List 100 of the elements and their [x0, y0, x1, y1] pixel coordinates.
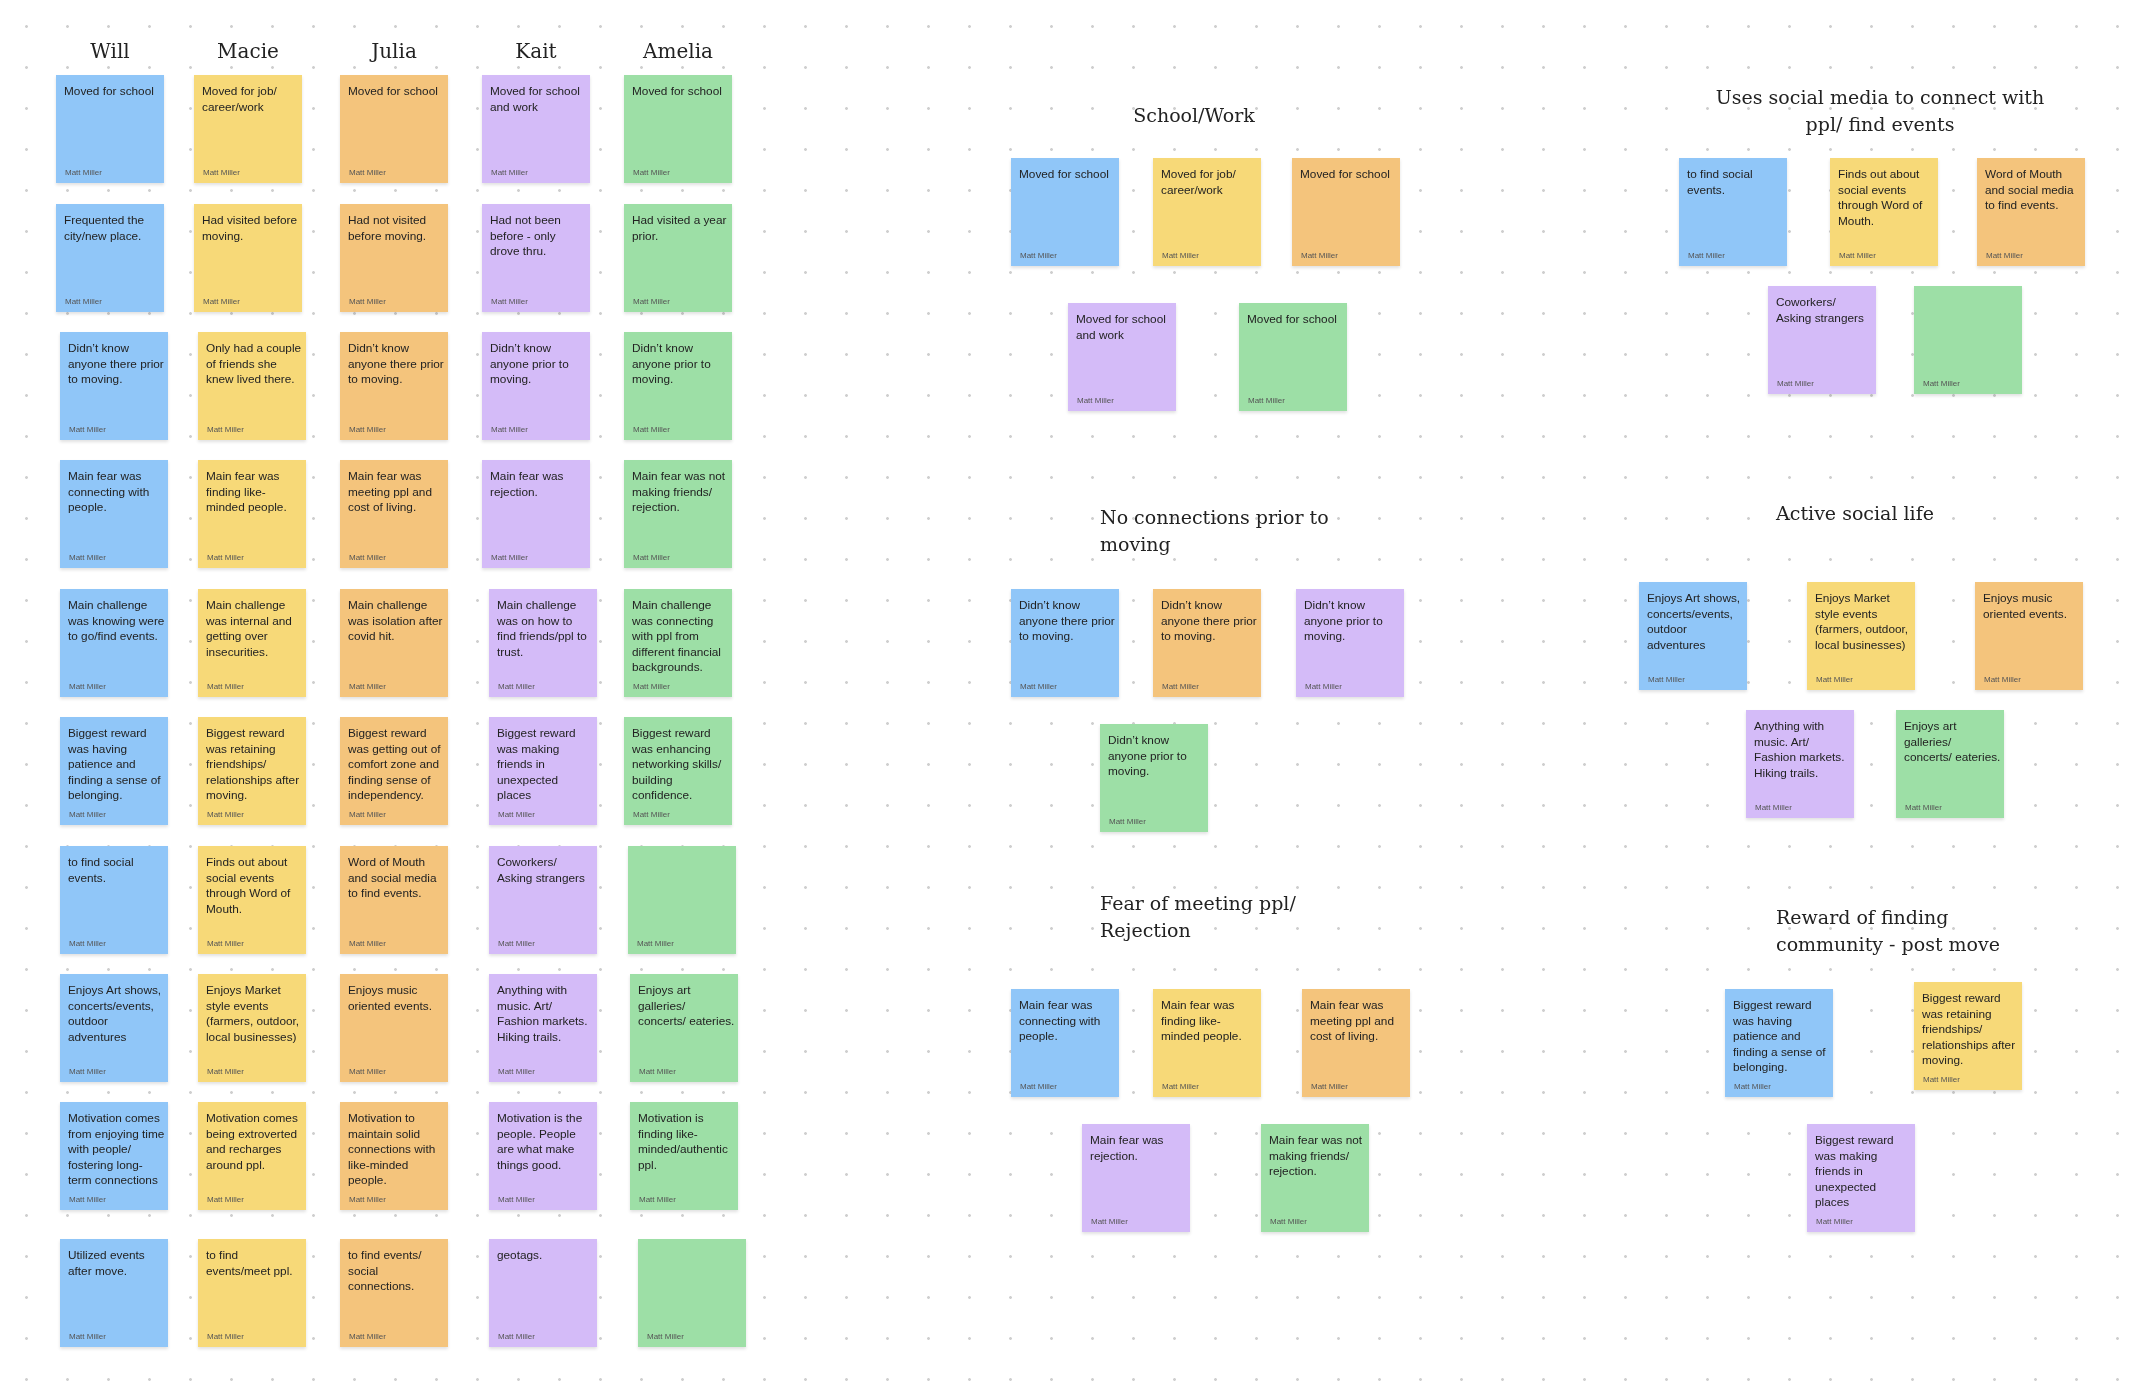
note-text: Main fear was not making friends/ rejection. [632, 469, 727, 516]
sticky-note [1746, 710, 1854, 818]
sticky-note [1011, 989, 1119, 1097]
sticky-note [1011, 158, 1119, 266]
note-text: Biggest reward was retaining friendships/ relationships after moving. [1922, 991, 2017, 1069]
author-name: Matt Miller [349, 1332, 386, 1341]
note-text: Moved for job/ career/work [202, 84, 278, 115]
author-name: Matt Miller [1162, 251, 1199, 260]
author-name: Matt Miller [639, 1067, 676, 1076]
sticky-note [56, 75, 164, 183]
note-text: Moved for school [1300, 167, 1391, 183]
author-name: Matt Miller [633, 682, 670, 691]
author-name: Matt Miller [207, 1332, 244, 1341]
note-text: Enjoys music oriented events. [348, 983, 433, 1014]
note-text: Main challenge was knowing were to go/find events. [68, 598, 165, 645]
note-text: Main fear was connecting with people. [68, 469, 151, 516]
author-name: Matt Miller [349, 1067, 386, 1076]
author-name: Matt Miller [491, 297, 528, 306]
note-text: Enjoys art galleries/ concerts/ eateries. [1904, 719, 2001, 766]
note-text: Enjoys Market style events (farmers, outdoor, local businesses) [1815, 591, 1910, 653]
sticky-note [60, 846, 168, 954]
note-text: Biggest reward was enhancing networking skills/ building confidence. [632, 726, 723, 804]
author-name: Matt Miller [69, 682, 106, 691]
note-text: geotags. [497, 1248, 544, 1264]
sticky-note [198, 332, 306, 440]
note-text: Motivation is finding like-minded/authentic ppl. [638, 1111, 729, 1173]
group-heading: Uses social media to connect with ppl/ find events [1714, 85, 2046, 137]
note-text: Motivation is the people. People are what make things good. [497, 1111, 584, 1173]
sticky-note [198, 589, 306, 697]
sticky-note [1896, 710, 2004, 818]
author-name: Matt Miller [1984, 675, 2021, 684]
sticky-note [1100, 724, 1208, 832]
group-heading: School/Work [1132, 103, 1256, 128]
sticky-note [482, 204, 590, 312]
sticky-note [624, 589, 732, 697]
sticky-note [489, 974, 597, 1082]
sticky-note [194, 204, 302, 312]
sticky-note [340, 460, 448, 568]
sticky-note [60, 1102, 168, 1210]
author-name: Matt Miller [633, 553, 670, 562]
author-name: Matt Miller [1905, 803, 1942, 812]
author-name: Matt Miller [1077, 396, 1114, 405]
sticky-note [340, 589, 448, 697]
group-heading: Active social life [1775, 501, 1935, 526]
note-text: Biggest reward was having patience and finding a sense of belonging. [68, 726, 162, 804]
sticky-note [489, 717, 597, 825]
note-text: Didn’t know anyone prior to moving. [1304, 598, 1384, 645]
author-name: Matt Miller [203, 297, 240, 306]
note-text: Main fear was meeting ppl and cost of living. [1310, 998, 1395, 1045]
sticky-note [1807, 582, 1915, 690]
note-text: Had visited before moving. [202, 213, 299, 244]
note-text: Finds out about social events through Word of Mouth. [206, 855, 292, 917]
sticky-note [482, 460, 590, 568]
note-text: Moved for school [1019, 167, 1110, 183]
sticky-note [1977, 158, 2085, 266]
sticky-note [1914, 286, 2022, 394]
author-name: Matt Miller [633, 810, 670, 819]
sticky-note [60, 717, 168, 825]
sticky-note [340, 846, 448, 954]
sticky-note [1239, 303, 1347, 411]
author-name: Matt Miller [1839, 251, 1876, 260]
author-name: Matt Miller [349, 810, 386, 819]
sticky-note [1292, 158, 1400, 266]
author-name: Matt Miller [1816, 675, 1853, 684]
note-text: Main fear was not making friends/ rejection. [1269, 1133, 1364, 1180]
group-heading: No connections prior to moving [1100, 505, 1330, 557]
note-text: Main fear was rejection. [1090, 1133, 1165, 1164]
note-text: Didn’t know anyone prior to moving. [632, 341, 712, 388]
sticky-note [198, 974, 306, 1082]
author-name: Matt Miller [491, 425, 528, 434]
column-heading: Macie [216, 38, 280, 65]
sticky-note [1679, 158, 1787, 266]
sticky-note [194, 75, 302, 183]
author-name: Matt Miller [1755, 803, 1792, 812]
sticky-note [60, 460, 168, 568]
author-name: Matt Miller [207, 682, 244, 691]
sticky-note [340, 1102, 448, 1210]
author-name: Matt Miller [1923, 379, 1960, 388]
author-name: Matt Miller [207, 1067, 244, 1076]
author-name: Matt Miller [491, 553, 528, 562]
sticky-note [1261, 1124, 1369, 1232]
sticky-note [1975, 582, 2083, 690]
author-name: Matt Miller [1020, 682, 1057, 691]
author-name: Matt Miller [633, 168, 670, 177]
author-name: Matt Miller [69, 1195, 106, 1204]
note-text: Didn’t know anyone there prior to moving. [68, 341, 165, 388]
sticky-note [56, 204, 164, 312]
author-name: Matt Miller [498, 810, 535, 819]
note-text: Moved for school [632, 84, 723, 100]
note-text: Moved for school [64, 84, 155, 100]
sticky-note [340, 332, 448, 440]
sticky-note [624, 717, 732, 825]
note-text: Main fear was finding like-minded people. [1161, 998, 1243, 1045]
author-name: Matt Miller [349, 1195, 386, 1204]
author-name: Matt Miller [1305, 682, 1342, 691]
sticky-note [198, 1102, 306, 1210]
note-text: Word of Mouth and social media to find events. [1985, 167, 2075, 214]
note-text: Enjoys Art shows, concerts/events, outdoor adventures [68, 983, 163, 1045]
sticky-note [628, 846, 736, 954]
note-text: Didn’t know anyone there prior to moving. [348, 341, 445, 388]
